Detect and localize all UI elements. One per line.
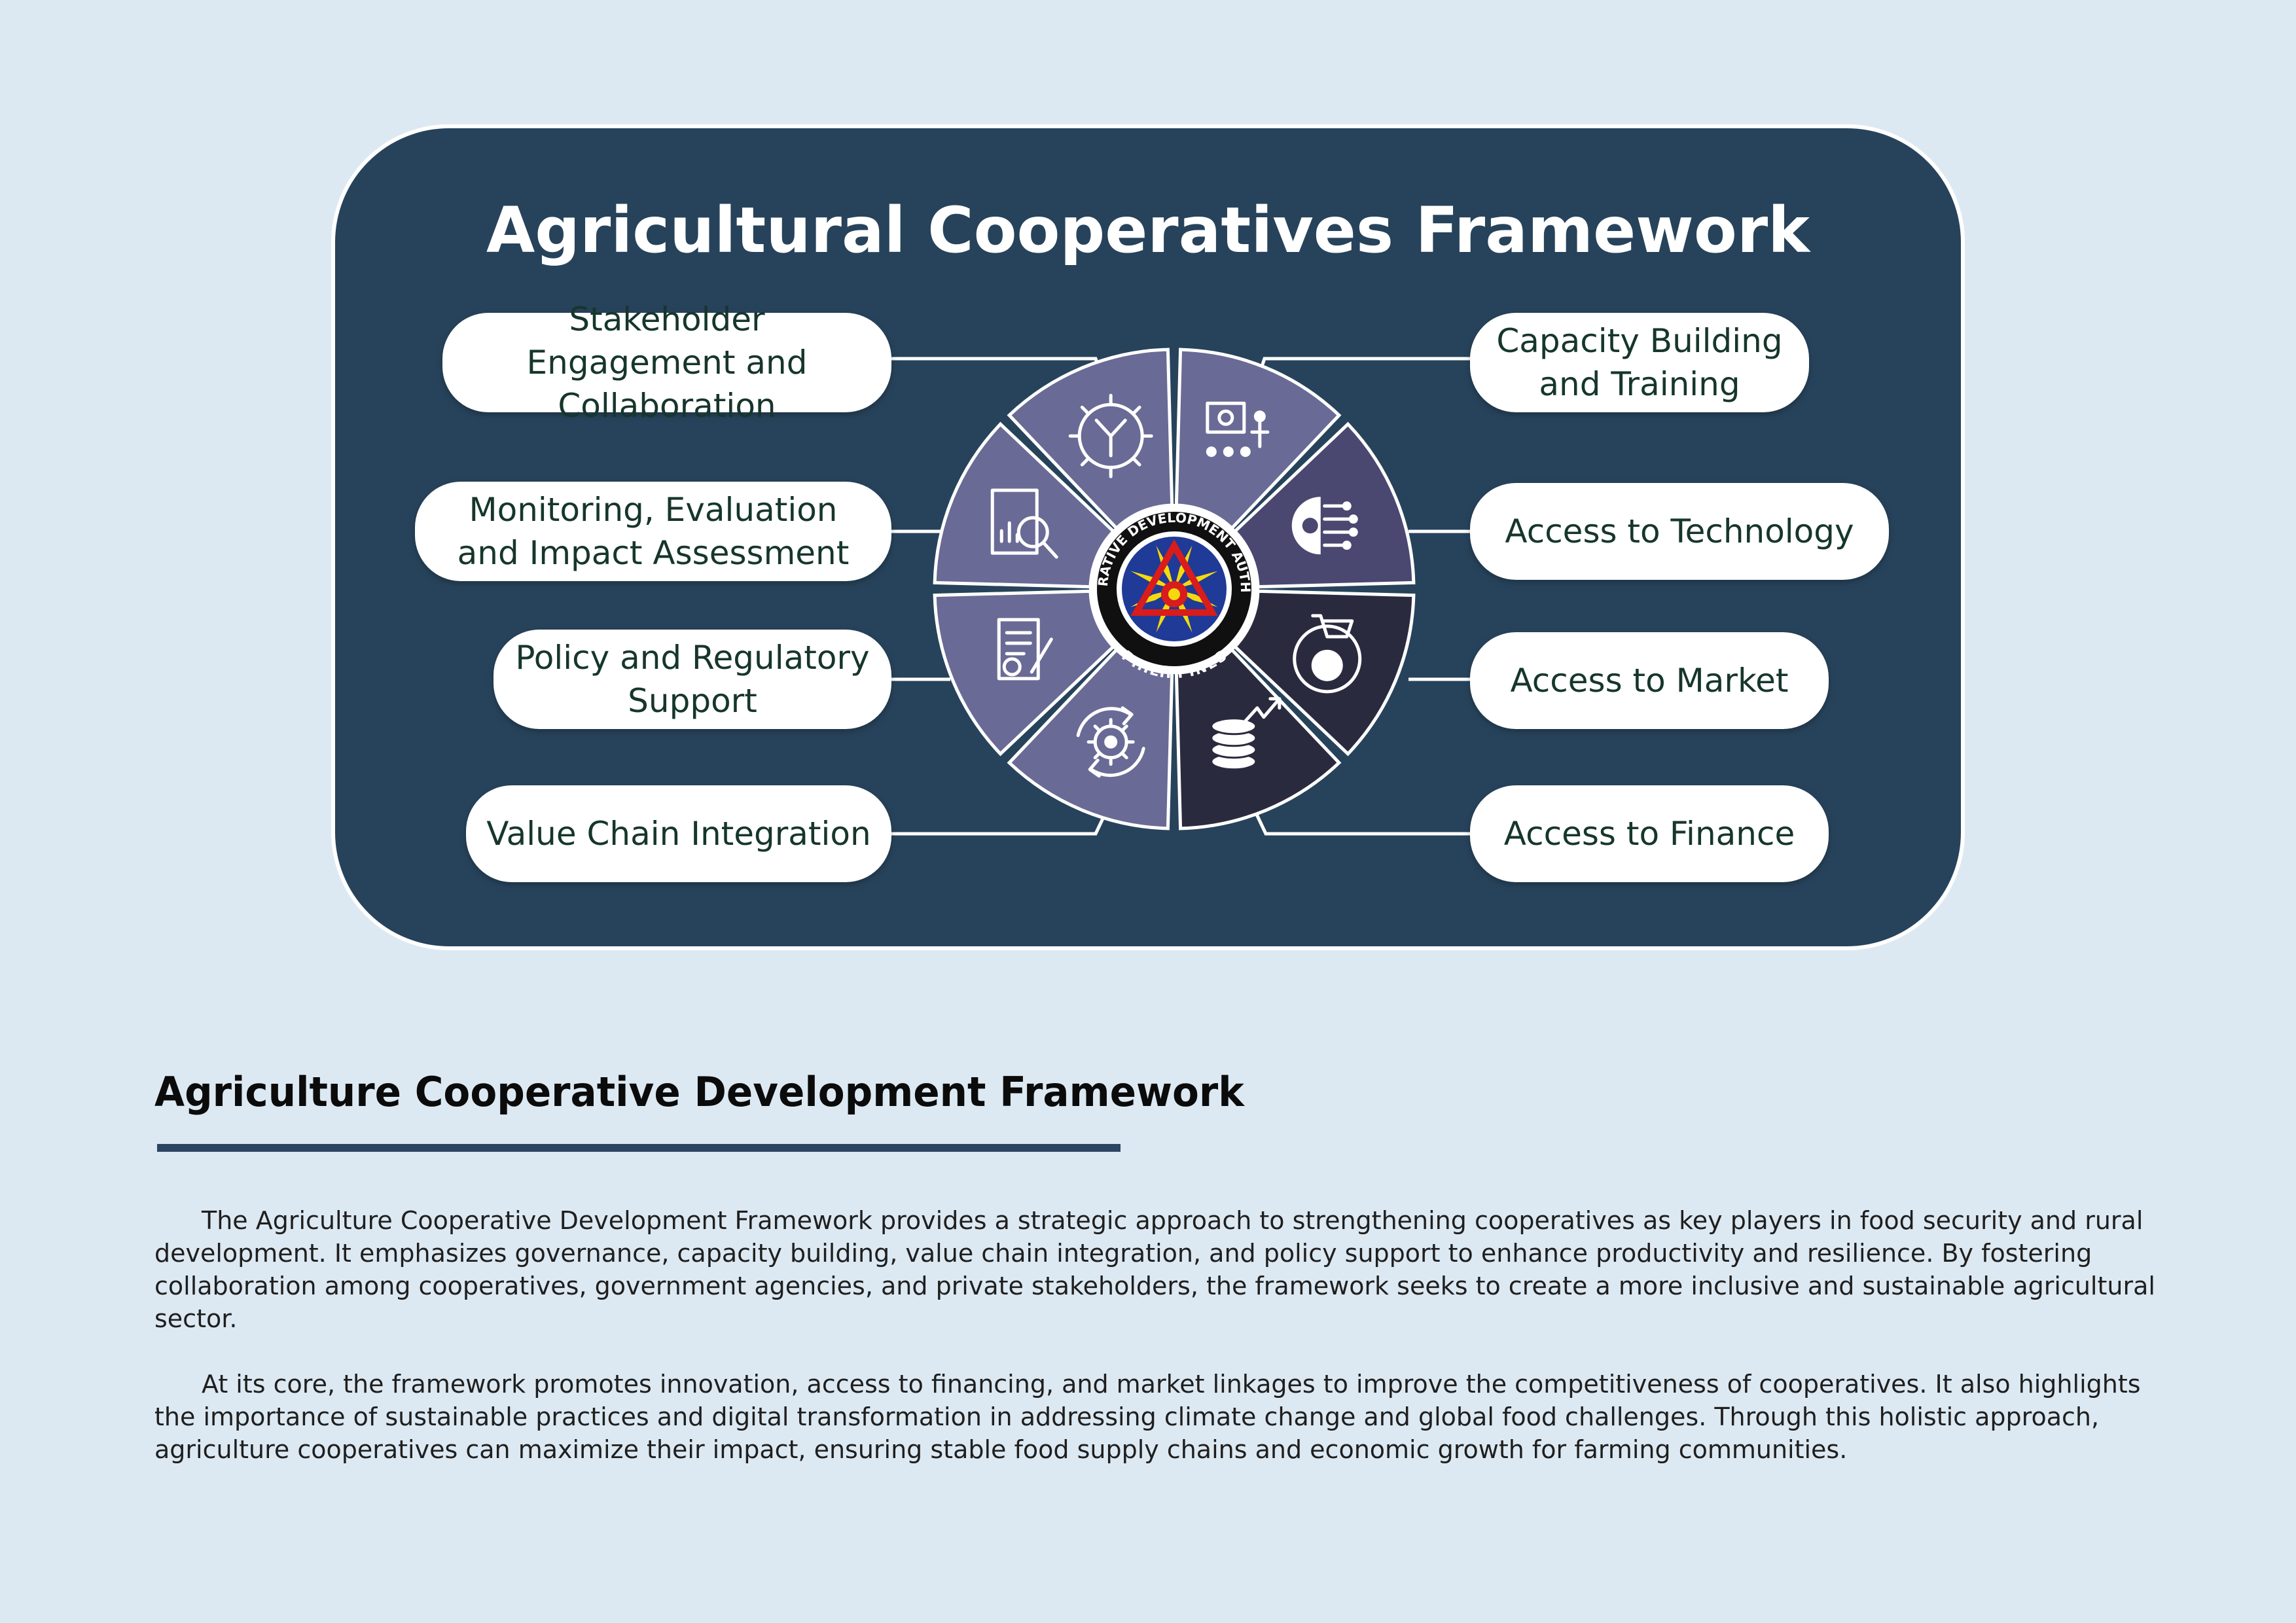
- pill-label: Policy and Regulatory Support: [515, 639, 870, 720]
- training-presentation-icon: [1206, 401, 1270, 457]
- pill-capacity-building: Capacity Building and Training: [1470, 313, 1809, 412]
- connector-line: [1252, 808, 1470, 836]
- wheel-segments: [933, 348, 1416, 830]
- connector-line: [891, 808, 1109, 836]
- heading-underline: [157, 1144, 1121, 1152]
- pill-value-chain: Value Chain Integration: [466, 785, 891, 882]
- pill-stakeholder-engagement: Stakeholder Engagement and Collaboration: [442, 300, 891, 425]
- pill-monitoring-evaluation: Monitoring, Evaluation and Impact Assess…: [415, 482, 891, 581]
- pill-label: Monitoring, Evaluation and Impact Assess…: [457, 491, 850, 572]
- body-paragraph: The Agriculture Cooperative Development …: [154, 1206, 2155, 1333]
- pill-label: Value Chain Integration: [486, 815, 871, 853]
- section-heading: Agriculture Cooperative Development Fram…: [154, 1068, 1244, 1116]
- framework-infographic-card: Agricultural Cooperatives Framework COOP…: [331, 124, 1965, 950]
- pill-label: Access to Technology: [1505, 512, 1854, 550]
- pill-label: Capacity Building and Training: [1496, 322, 1783, 403]
- pill-access-finance: Access to Finance: [1470, 785, 1829, 882]
- shopping-cart-globe-icon: [1293, 614, 1362, 694]
- pill-policy-regulatory: Policy and Regulatory Support: [493, 630, 891, 729]
- policy-document-icon: [997, 618, 1053, 681]
- gear-handshake-icon: [1068, 393, 1153, 478]
- body-paragraph: At its core, the framework promotes inno…: [154, 1370, 2141, 1464]
- pill-label: Access to Market: [1510, 662, 1789, 700]
- pill-access-market: Access to Market: [1470, 632, 1829, 729]
- pill-label: Access to Finance: [1503, 815, 1795, 853]
- cycle-gear-icon: [1076, 706, 1145, 778]
- report-magnifier-icon: [990, 488, 1058, 559]
- pill-access-technology: Access to Technology: [1470, 483, 1889, 580]
- infographic-title: Agricultural Cooperatives Framework: [486, 194, 1810, 267]
- coins-growth-icon: [1210, 697, 1282, 771]
- tech-gear-circuit-icon: [1291, 497, 1358, 555]
- seal-triangle: [1130, 539, 1218, 616]
- pill-label: Stakeholder Engagement and Collaboration: [526, 300, 808, 425]
- seal-gear-hub: [1168, 588, 1180, 600]
